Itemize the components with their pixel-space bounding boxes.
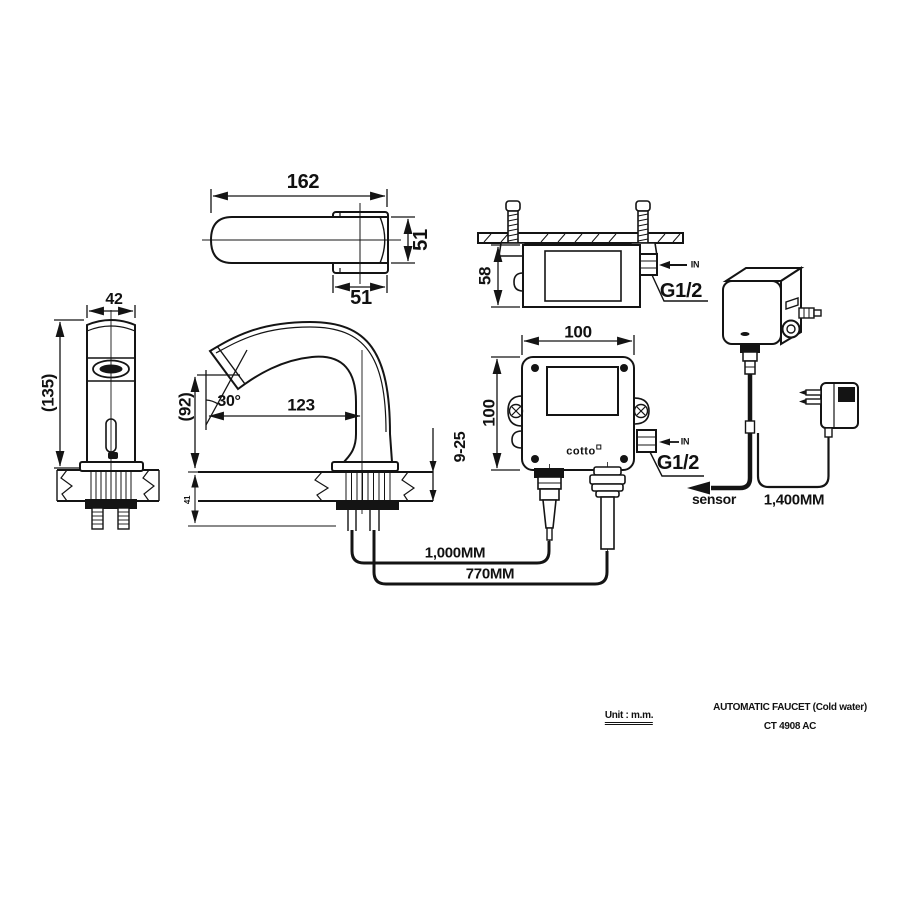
transformer-unit — [722, 266, 822, 375]
lock-nut-side — [336, 500, 399, 510]
spout-top-view — [202, 189, 415, 293]
in-label-front: IN — [680, 436, 690, 447]
sensor-plug-connector — [534, 464, 564, 546]
dim-label-spout-height: (92) — [175, 392, 195, 422]
dim-spout-diameter — [391, 216, 415, 264]
dim-label-reach: 123 — [287, 395, 315, 415]
lock-nut-front — [85, 499, 137, 509]
dim-label-body-height: (135) — [38, 373, 58, 413]
mount-stud-left — [91, 507, 104, 530]
dim-label-box-width: 100 — [564, 322, 592, 342]
dim-spout-length — [210, 189, 388, 213]
mount-stud-right — [117, 507, 130, 530]
dim-under-deck — [188, 471, 336, 527]
transformer-outlet — [740, 343, 760, 375]
brand-logo: cotto — [566, 444, 602, 458]
power-cable-run — [756, 433, 830, 489]
control-box-side-view — [477, 200, 708, 308]
drawing-title: AUTOMATIC FAUCET (Cold water) — [713, 702, 867, 713]
anchor-screw-left — [498, 200, 528, 257]
break-line — [401, 471, 416, 502]
valve-outlet-connector — [589, 462, 626, 560]
dim-spout-height — [190, 374, 240, 469]
tab-screw-left — [508, 403, 524, 419]
sensor-cable-run — [350, 530, 551, 565]
break-line — [314, 471, 330, 502]
model-number: CT 4908 AC — [763, 721, 817, 732]
sensor-arrow — [687, 481, 710, 495]
plate-hatch — [483, 233, 681, 243]
thread-label-front: G1/2 — [656, 452, 700, 474]
inlet-fitting-side — [639, 253, 658, 276]
in-arrow-side — [659, 261, 687, 269]
dim-label-spout-diameter: 51 — [410, 229, 432, 251]
sensor-cable-label: 1,000MM — [424, 544, 486, 562]
logo-registered-mark — [596, 444, 602, 450]
unit-note: Unit : m.m. — [604, 711, 653, 725]
in-arrow-front — [659, 438, 679, 446]
break-line — [60, 469, 73, 502]
sensor-window — [546, 366, 619, 416]
dim-box-width — [521, 335, 635, 355]
base-flange-front — [79, 461, 144, 472]
supply-hose-label: 770MM — [465, 565, 515, 583]
dim-label-spout-length: 162 — [286, 171, 320, 193]
power-cable-label: 1,400MM — [763, 491, 825, 509]
g12-leader-front — [649, 451, 704, 477]
brand-logo-text: cotto — [566, 445, 596, 458]
dim-body-width — [86, 305, 136, 318]
faucet-front-view — [54, 305, 160, 530]
control-box-front-view — [491, 335, 704, 560]
break-line — [142, 469, 155, 502]
tab-screw-right — [633, 403, 649, 419]
faucet-side-view — [188, 320, 437, 531]
supply-hose-run — [372, 530, 609, 586]
shank-threads-side — [345, 473, 391, 501]
dim-deck-thickness — [429, 428, 437, 501]
thread-label-side: G1/2 — [659, 280, 703, 302]
shank-threads-front — [90, 471, 132, 500]
dim-body-height — [54, 319, 84, 469]
base-flange-side — [331, 461, 399, 472]
dim-label-under-deck: 41 — [183, 495, 192, 505]
dim-label-outlet-angle: 30° — [217, 393, 241, 410]
adjust-knob — [781, 319, 801, 339]
dim-label-box-side-height: 58 — [475, 266, 495, 286]
dim-label-box-height: 100 — [479, 399, 499, 427]
inlet-fitting-front — [636, 429, 657, 453]
mount-tab-left — [507, 395, 523, 427]
dim-label-spout-base: 51 — [350, 287, 372, 309]
g12-leader-side — [651, 274, 708, 302]
tail-pieces — [347, 509, 380, 531]
plug-prongs — [799, 389, 822, 405]
power-adapter — [799, 382, 859, 438]
dim-box-side-height — [491, 244, 520, 308]
gooseneck-spout — [208, 320, 394, 463]
dim-spout-base — [332, 275, 388, 293]
dim-label-body-width: 42 — [105, 291, 123, 308]
angle-annotation — [205, 349, 248, 426]
dim-label-deck-thickness: 9-25 — [452, 431, 469, 463]
connection-cables — [350, 530, 609, 586]
in-label-side: IN — [690, 259, 700, 270]
sensor-label: sensor — [691, 491, 737, 507]
dim-box-height — [491, 356, 520, 471]
sensor-cable — [687, 374, 756, 495]
